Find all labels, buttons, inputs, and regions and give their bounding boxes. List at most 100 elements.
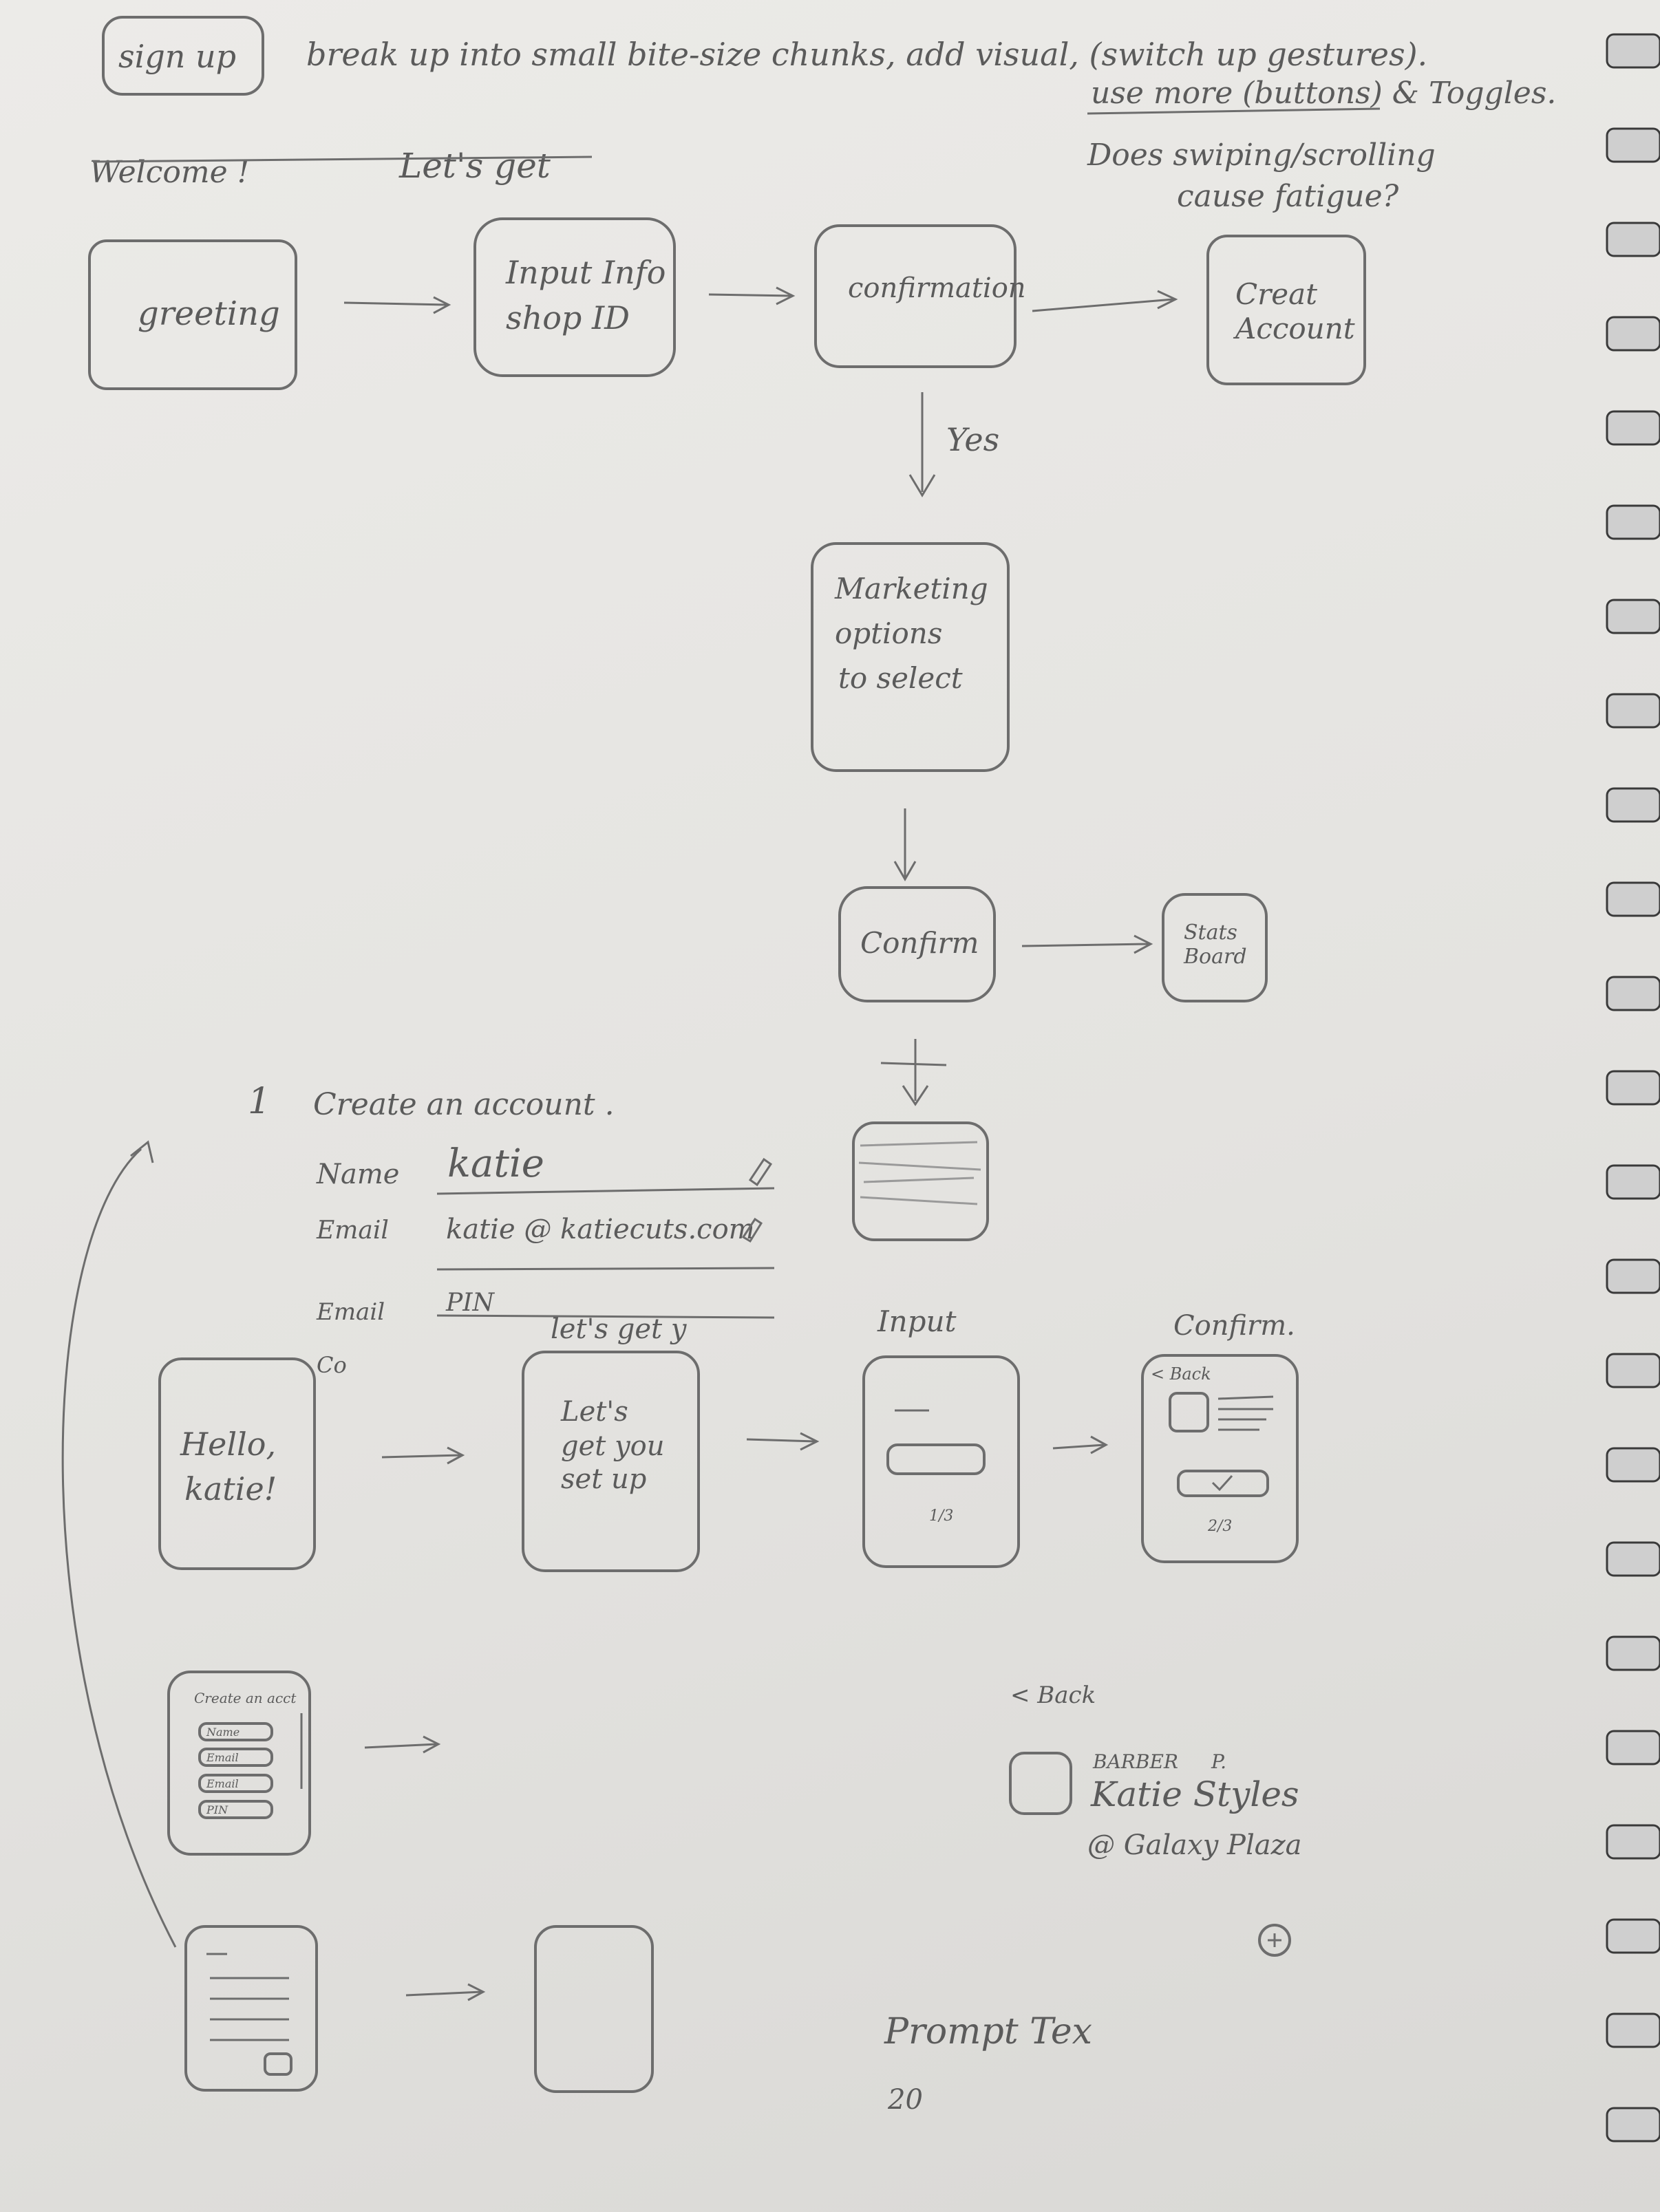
form-title: Create an account . <box>313 1087 615 1122</box>
scribbled-box <box>852 1121 989 1241</box>
name-edit-icon <box>748 1157 773 1187</box>
mini-field-1 <box>198 1722 273 1741</box>
return-curve-head <box>130 1140 154 1163</box>
design-note-line1: break up into small bite-size chunks, ad… <box>306 36 1427 73</box>
arrow-1 <box>343 301 448 306</box>
add-icon-plus <box>1268 1933 1281 1947</box>
arrow-1-head <box>433 296 451 314</box>
yes-label: Yes <box>946 421 999 458</box>
binding-ring <box>1606 693 1660 729</box>
profile-back: < Back <box>1010 1682 1096 1709</box>
check-icon <box>1211 1474 1233 1492</box>
profile-location: @ Galaxy Plaza <box>1087 1829 1302 1861</box>
sign-up-tag-border <box>102 16 264 96</box>
binding-ring <box>1606 410 1660 446</box>
greeting-box <box>88 239 297 390</box>
binding-ring <box>1606 1541 1660 1577</box>
input-screen <box>862 1355 1020 1568</box>
marketing-box <box>811 542 1010 772</box>
create-account-line2: Account <box>1233 312 1355 345</box>
binding-ring <box>1606 504 1660 540</box>
co-label: Co <box>317 1352 347 1378</box>
binding-ring <box>1606 881 1660 917</box>
confirm-screen-avatar <box>1169 1392 1209 1432</box>
confirm-box <box>838 886 996 1002</box>
binding-ring <box>1606 1070 1660 1106</box>
arrow-6-head <box>902 1085 929 1106</box>
input-header: Input <box>877 1304 957 1338</box>
sign-up-tag: sign up <box>118 38 236 75</box>
mini-form-heading: Create an acct <box>194 1690 297 1706</box>
email-edit-icon <box>741 1217 763 1243</box>
list-screen <box>184 1925 318 2092</box>
pin-label: Email <box>316 1298 385 1326</box>
name-underline <box>436 1187 775 1195</box>
greeting-label: greeting <box>138 294 280 333</box>
arrow-2 <box>708 293 792 297</box>
arrow-3-head <box>1157 290 1178 310</box>
hello-screen <box>158 1357 316 1570</box>
design-note-line2: use more (buttons) & Toggles. <box>1091 76 1556 111</box>
binding-ring <box>1606 1918 1660 1954</box>
input-screen-page: 1/3 <box>929 1507 953 1525</box>
arrow-10-head <box>423 1735 441 1754</box>
lets-get-screen <box>522 1351 700 1572</box>
arrow-7 <box>381 1454 462 1459</box>
mini-field-2 <box>198 1748 273 1767</box>
pin-underline <box>436 1314 775 1319</box>
confirm-screen-text-lines <box>1217 1395 1274 1431</box>
marketing-line2: options <box>835 616 942 650</box>
email-label: Email <box>316 1216 389 1245</box>
arrow-11-head <box>467 1983 486 2001</box>
prompt-text: Prompt Tex <box>884 2011 1092 2052</box>
mini-field-3 <box>198 1774 273 1793</box>
mini-field-4 <box>198 1800 273 1819</box>
question-line2: cause fatigue? <box>1177 179 1399 214</box>
lets-line2: get you <box>561 1430 665 1462</box>
create-account-box <box>1206 235 1366 385</box>
mini-field-3-label: Email <box>206 1777 239 1790</box>
binding-ring <box>1606 1635 1660 1671</box>
create-account-line1: Creat <box>1235 277 1317 311</box>
arrow-5-head <box>1134 934 1153 954</box>
input-info-line2: shop ID <box>506 299 630 336</box>
binding-ring <box>1606 1258 1660 1294</box>
mini-field-1-label: Name <box>206 1726 240 1739</box>
lets-get-label: let's get y <box>551 1313 688 1345</box>
binding-ring <box>1606 2107 1660 2143</box>
name-value: katie <box>447 1141 544 1186</box>
arrow-3 <box>1032 298 1174 312</box>
add-icon <box>1258 1924 1291 1957</box>
arrow-5 <box>1021 943 1150 947</box>
profile-avatar <box>1009 1752 1072 1815</box>
binding-ring <box>1606 2012 1660 2048</box>
header-notes: sign up break up into small bite-size ch… <box>89 16 1556 214</box>
profile-shop-name: Katie Styles <box>1090 1774 1299 1814</box>
stats-board-box <box>1162 893 1268 1002</box>
hello-line2: katie! <box>184 1470 277 1507</box>
arrow-11 <box>405 1990 482 1997</box>
binding-ring <box>1606 1730 1660 1765</box>
binding-ring <box>1606 222 1660 257</box>
arrow-2-head <box>776 286 796 305</box>
arrow-4-head <box>893 861 917 882</box>
top-flow: greeting Input Info shop ID confirmation… <box>88 217 1366 1241</box>
name-label: Name <box>316 1159 399 1190</box>
binding-ring <box>1606 127 1660 163</box>
email-underline <box>436 1267 775 1271</box>
pin-value: PIN <box>445 1289 495 1317</box>
email-value: katie @ katiecuts.com <box>446 1214 755 1245</box>
arrow-8-head <box>800 1432 820 1451</box>
confirmation-label: confirmation <box>848 272 1026 304</box>
blank-screen <box>534 1925 654 2093</box>
hello-line1: Hello, <box>180 1426 276 1463</box>
create-account-form: 1 Create an account . Name katie Email k… <box>61 1081 1295 1948</box>
struck-lets-get: Let's get <box>398 146 551 186</box>
binding-ring <box>1606 33 1660 69</box>
return-curve <box>61 1148 177 1948</box>
footer: Prompt Tex 20 <box>884 2011 1092 2116</box>
confirm-screen-page: 2/3 <box>1207 1518 1232 1535</box>
arrow-9-head <box>1090 1435 1109 1454</box>
strike-through-line <box>92 155 593 163</box>
